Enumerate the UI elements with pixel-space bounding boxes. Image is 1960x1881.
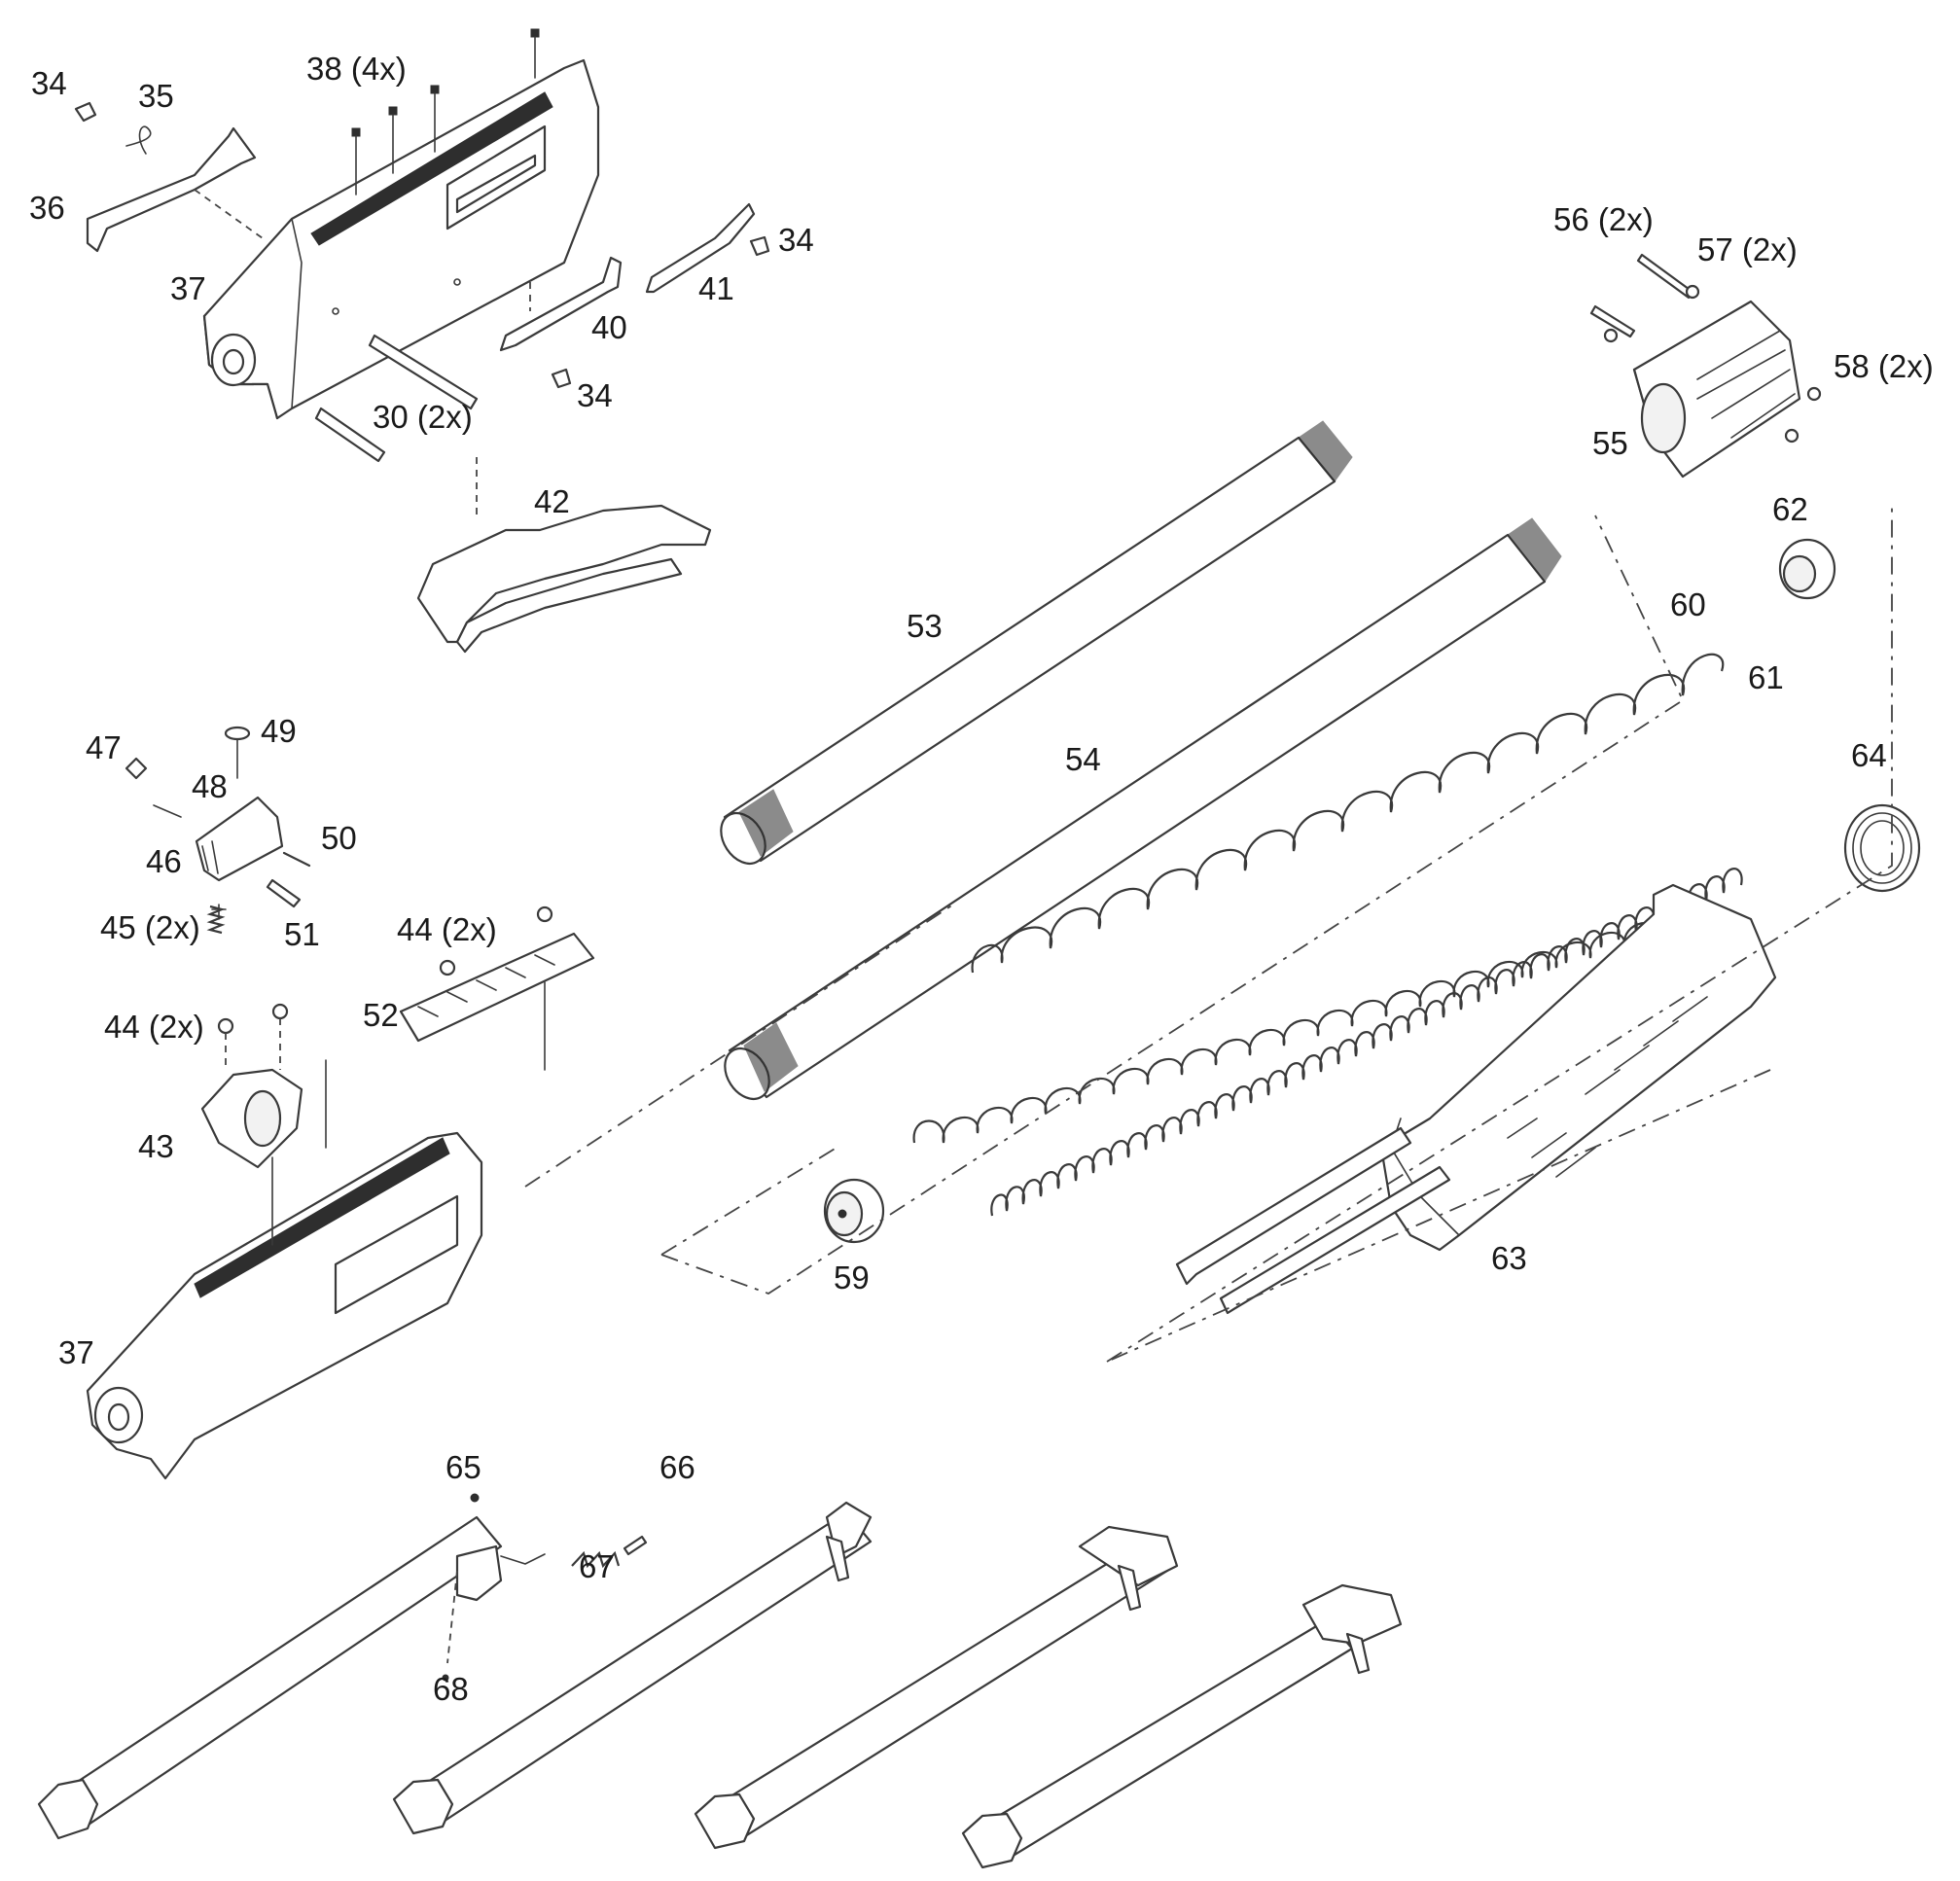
forend-63 — [1175, 883, 1777, 1315]
mount-55 — [1589, 253, 1822, 479]
callout-65: 65 — [445, 1449, 481, 1485]
callout-41: 41 — [698, 270, 734, 306]
callout-37-b: 37 — [58, 1334, 94, 1370]
receiver-lower — [86, 981, 546, 1480]
callout-58: 58 (2x) — [1834, 348, 1934, 384]
mount-43 — [200, 1003, 303, 1169]
callout-63: 63 — [1491, 1240, 1527, 1276]
trigger-group-42 — [416, 457, 712, 654]
callout-49: 49 — [261, 713, 297, 749]
callout-labels: 34 35 36 37 38 (4x) 30 (2x) 40 41 34 34 … — [29, 51, 1934, 1707]
follower-59 — [823, 1178, 885, 1244]
barrel-3 — [694, 1525, 1179, 1850]
callout-51: 51 — [284, 916, 320, 952]
callout-60: 60 — [1670, 586, 1706, 622]
barrel-2 — [392, 1501, 873, 1835]
callout-46: 46 — [146, 843, 182, 879]
spring-61 — [990, 868, 1743, 1217]
sight-group — [125, 726, 311, 935]
callout-37-a: 37 — [170, 270, 206, 306]
callout-34-a: 34 — [31, 65, 67, 101]
rail-52 — [399, 905, 595, 1043]
callout-42: 42 — [534, 483, 570, 519]
callout-34-b: 34 — [778, 222, 814, 258]
callout-48: 48 — [192, 768, 228, 804]
callout-40: 40 — [591, 309, 627, 345]
cap-62 — [1778, 538, 1836, 600]
callout-64: 64 — [1851, 737, 1887, 773]
magazine-tube-54 — [724, 517, 1562, 1100]
callout-38: 38 (4x) — [306, 51, 407, 87]
callout-44-b: 44 (2x) — [397, 911, 497, 947]
callout-44-a: 44 (2x) — [104, 1009, 204, 1045]
callout-55: 55 — [1592, 425, 1628, 461]
receiver-upper — [202, 58, 600, 420]
callout-54: 54 — [1065, 741, 1101, 777]
callout-35: 35 — [138, 78, 174, 114]
callout-62: 62 — [1772, 491, 1808, 527]
callout-57: 57 (2x) — [1697, 231, 1798, 267]
callout-52: 52 — [363, 997, 399, 1033]
callout-67: 67 — [579, 1548, 615, 1584]
callout-36: 36 — [29, 190, 65, 226]
callout-45: 45 (2x) — [100, 909, 200, 945]
parts-40-41 — [499, 202, 770, 389]
callout-59: 59 — [834, 1260, 870, 1295]
callout-66: 66 — [659, 1449, 695, 1485]
spring-60 — [912, 653, 1725, 1144]
callout-53: 53 — [907, 608, 943, 644]
pins-30 — [314, 334, 479, 463]
cap-64 — [1843, 803, 1921, 893]
callout-34-c: 34 — [577, 377, 613, 413]
callout-50: 50 — [321, 820, 357, 856]
leader-lines — [524, 506, 1893, 1363]
callout-47: 47 — [86, 729, 122, 765]
callout-43: 43 — [138, 1128, 174, 1164]
parts-34-35-36 — [74, 101, 264, 253]
callout-61: 61 — [1748, 659, 1784, 695]
callout-56: 56 (2x) — [1553, 201, 1654, 237]
barrel-4 — [961, 1583, 1403, 1869]
callout-30: 30 (2x) — [373, 399, 473, 435]
callout-68: 68 — [433, 1671, 469, 1707]
screws-38 — [351, 28, 540, 195]
barrel-1 — [37, 1493, 648, 1840]
magazine-tube-53 — [720, 420, 1353, 865]
